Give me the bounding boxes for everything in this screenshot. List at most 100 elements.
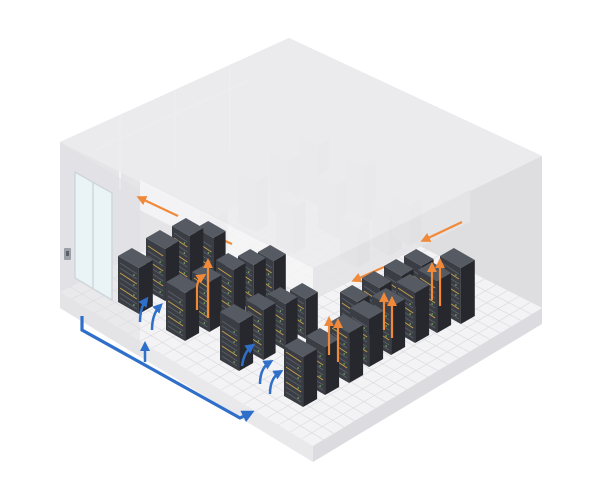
rack-led (385, 345, 387, 347)
rack-led (227, 282, 230, 284)
rack-side (369, 311, 384, 367)
rack-top (118, 248, 153, 268)
rack-unit (173, 232, 188, 243)
rack-unit (351, 316, 368, 328)
rack-led (409, 303, 411, 305)
rack-side (263, 303, 276, 360)
rack-unit (217, 267, 232, 278)
rack-led (183, 262, 186, 264)
rack-led (363, 327, 365, 329)
rack-led (159, 281, 161, 283)
rack-led (203, 312, 206, 314)
rack-unit (221, 350, 238, 362)
rack-led (409, 333, 411, 335)
rack-led (133, 294, 135, 296)
rack-top (290, 283, 318, 299)
rack-led (455, 304, 457, 306)
hot-air-exhaust-flow (195, 258, 445, 362)
rack-side (209, 275, 222, 332)
rack-led (133, 274, 135, 276)
rack-side (138, 260, 153, 314)
rack-top (404, 249, 434, 266)
rack-led (431, 313, 433, 315)
rack-led (159, 291, 161, 293)
rack-unit (397, 292, 414, 304)
rack-top (440, 248, 475, 268)
rack-led (257, 320, 260, 322)
rack-led (279, 340, 282, 342)
rack-led (257, 340, 260, 342)
wall-panel-icon (64, 248, 71, 260)
rack-led (297, 367, 299, 369)
rack-led (319, 365, 321, 367)
rack-led (267, 283, 270, 285)
arrow-up-icon (195, 273, 207, 310)
rack-side (349, 325, 364, 383)
rack-unit (119, 287, 138, 300)
server-rack (166, 274, 200, 341)
rack-top (146, 230, 180, 249)
rack-led (233, 331, 235, 333)
rack-top (268, 287, 298, 304)
rack-unit (167, 315, 184, 327)
rack-unit (221, 355, 238, 367)
rack-led (203, 322, 206, 324)
rack-led (385, 315, 387, 317)
rack-unit (285, 366, 302, 378)
rack-led (203, 292, 206, 294)
rack-unit (221, 345, 238, 357)
rack-led (233, 361, 235, 363)
arrow-up-curved-icon (150, 303, 163, 331)
rack-top (246, 293, 276, 310)
rack-led (179, 301, 181, 303)
rack-led (247, 271, 250, 273)
rack-led (431, 323, 433, 325)
floor-tile-line (289, 296, 520, 433)
rack-unit (373, 304, 390, 316)
rack-led (233, 351, 235, 353)
floor-tile-line (301, 301, 531, 440)
rack-led (297, 397, 299, 399)
rack-top (196, 221, 226, 238)
server-rack (284, 338, 318, 407)
rack-led (179, 311, 181, 313)
rack-led (455, 274, 457, 276)
rack-top (238, 249, 266, 265)
rack-led (455, 314, 457, 316)
rack-top (258, 245, 286, 261)
arrow-up-curved-icon (258, 359, 274, 385)
rack-led (227, 292, 230, 294)
rack-led (183, 242, 186, 244)
rack-led (159, 271, 161, 273)
rack-led (297, 377, 299, 379)
rack-led (203, 302, 206, 304)
rack-unit (167, 310, 184, 322)
rack-side (285, 297, 298, 350)
rack-top (216, 253, 246, 270)
rack-led (363, 347, 365, 349)
rack-top (166, 274, 200, 293)
rack-led (299, 319, 302, 321)
rack-top (362, 271, 392, 288)
rack-led (179, 331, 181, 333)
rack-unit (221, 330, 238, 342)
rack-led (257, 330, 260, 332)
rack-unit (285, 371, 302, 383)
rack-top (220, 304, 254, 323)
underfloor-duct-arrow (80, 316, 255, 423)
rack-unit (285, 376, 302, 388)
rack-unit (119, 277, 138, 290)
rack-unit (331, 327, 348, 339)
rack-top (172, 218, 204, 236)
rack-unit (285, 351, 302, 363)
rack-unit (167, 290, 184, 302)
rack-unit (397, 287, 414, 299)
ceiling-right-edge (313, 190, 470, 300)
rack-side (239, 315, 254, 371)
rack-unit (341, 297, 356, 308)
rack-unit (147, 245, 164, 257)
rack-unit (167, 300, 184, 312)
rack-unit (247, 310, 262, 321)
arrow-up-curved-icon (138, 296, 149, 323)
